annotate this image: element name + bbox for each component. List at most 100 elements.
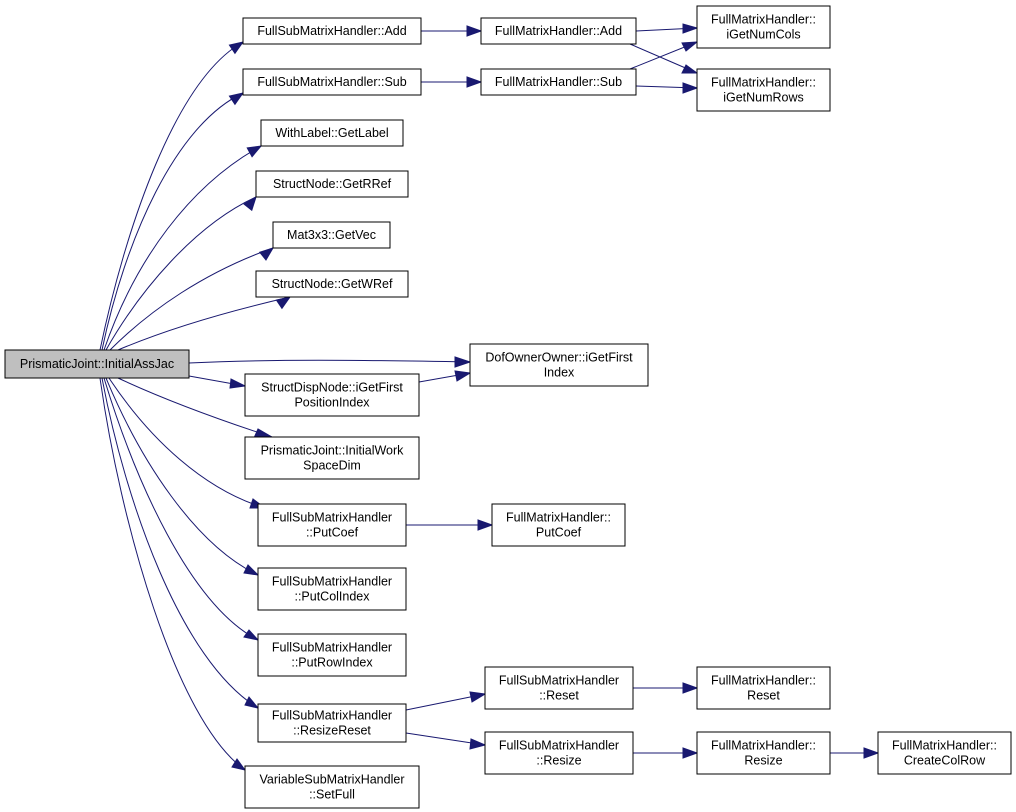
edge-fsm_sub-to-fmh_sub — [421, 76, 483, 88]
node-label-line: iGetNumRows — [723, 91, 804, 105]
node-getlabel[interactable]: WithLabel::GetLabel — [260, 119, 404, 147]
node-resizereset[interactable]: FullSubMatrixHandler::ResizeReset — [257, 703, 407, 743]
arrowhead — [229, 378, 247, 389]
edge-fsm_reset-to-fmh_reset — [633, 682, 699, 694]
node-label-line: FullMatrixHandler::Sub — [495, 75, 622, 89]
edge-fmh_sub-to-numcols — [629, 41, 699, 70]
node-box — [4, 349, 190, 379]
node-getrref[interactable]: StructNode::GetRRef — [255, 170, 409, 198]
edge-resizereset-to-fsm_resize — [405, 732, 487, 750]
arrowhead — [228, 41, 245, 55]
node-label-line: FullMatrixHandler:: — [892, 739, 997, 753]
arrowhead — [258, 247, 275, 261]
node-label-line: Index — [544, 366, 575, 380]
edge-line — [105, 196, 257, 351]
node-label-line: PrismaticJoint::InitialAssJac — [20, 357, 174, 371]
arrowhead — [469, 738, 487, 750]
node-box — [272, 221, 391, 249]
node-label-line: SpaceDim — [303, 459, 361, 473]
node-label-line: PositionIndex — [294, 396, 370, 410]
edge-root-to-iwsd — [117, 377, 274, 439]
node-numcols[interactable]: FullMatrixHandler::iGetNumCols — [696, 5, 831, 49]
node-label-line: FullMatrixHandler:: — [711, 13, 816, 27]
arrowhead — [231, 758, 247, 771]
arrowhead — [244, 696, 260, 709]
node-setfull[interactable]: VariableSubMatrixHandler::SetFull — [244, 765, 420, 809]
node-label-line: StructNode::GetRRef — [273, 177, 392, 191]
node-box — [255, 170, 409, 198]
node-fsm-add[interactable]: FullSubMatrixHandler::Add — [242, 17, 422, 45]
node-label-line: FullSubMatrixHandler — [499, 739, 619, 753]
edge-line — [108, 377, 266, 509]
node-box — [484, 666, 634, 710]
node-fmh-reset[interactable]: FullMatrixHandler::Reset — [696, 666, 831, 710]
node-putrowindex[interactable]: FullSubMatrixHandler::PutRowIndex — [257, 633, 407, 677]
node-label-line: FullSubMatrixHandler — [499, 674, 619, 688]
edge-fsm_add-to-fmh_add — [421, 25, 483, 37]
node-fmh-add[interactable]: FullMatrixHandler::Add — [480, 17, 637, 45]
node-box — [480, 17, 637, 45]
node-label-line: Mat3x3::GetVec — [287, 228, 376, 242]
node-numrows[interactable]: FullMatrixHandler::iGetNumRows — [696, 68, 831, 112]
edge-root-to-fsm_putcoef — [108, 377, 267, 509]
node-box — [244, 765, 420, 809]
edge-fsm_putcoef-to-fmh_putcoef — [406, 519, 494, 531]
node-box — [257, 633, 407, 677]
node-label-line: Resize — [744, 754, 782, 768]
node-label-line: FullSubMatrixHandler — [272, 709, 392, 723]
arrowhead — [243, 564, 260, 576]
node-root: PrismaticJoint::InitialAssJac — [4, 349, 190, 379]
edge-root-to-fsm_sub — [101, 92, 245, 351]
arrowhead — [454, 356, 472, 368]
node-label-line: FullSubMatrixHandler — [272, 641, 392, 655]
arrowhead — [682, 82, 699, 94]
node-label-line: CreateColRow — [904, 754, 986, 768]
edge-line — [188, 359, 471, 364]
arrowhead — [477, 519, 494, 531]
node-label-line: ::ResizeReset — [293, 724, 371, 738]
edge-root-to-putcolindex — [105, 377, 260, 576]
edge-line — [117, 296, 291, 351]
edge-line — [101, 92, 244, 351]
node-createcolrow[interactable]: FullMatrixHandler::CreateColRow — [877, 731, 1012, 775]
edge-sdn-to-dofown — [418, 370, 472, 383]
node-fmh-sub[interactable]: FullMatrixHandler::Sub — [480, 68, 637, 96]
edge-line — [101, 377, 259, 709]
arrowhead — [466, 25, 483, 37]
edge-root-to-getvec — [109, 247, 275, 351]
node-label-line: ::PutColIndex — [294, 590, 370, 604]
node-box — [696, 666, 831, 710]
edge-root-to-sdn — [188, 375, 247, 389]
node-label-line: FullSubMatrixHandler::Add — [257, 24, 406, 38]
node-label-line: StructDispNode::iGetFirst — [261, 381, 403, 395]
node-box — [244, 373, 420, 417]
node-fsm-resize[interactable]: FullSubMatrixHandler::Resize — [484, 731, 634, 775]
node-fmh-resize[interactable]: FullMatrixHandler::Resize — [696, 731, 831, 775]
nodes-layer: PrismaticJoint::InitialAssJacFullSubMatr… — [4, 5, 1012, 809]
node-label-line: ::PutCoef — [306, 526, 359, 540]
node-getvec[interactable]: Mat3x3::GetVec — [272, 221, 391, 249]
node-label-line: ::Resize — [536, 754, 581, 768]
node-putcolindex[interactable]: FullSubMatrixHandler::PutColIndex — [257, 567, 407, 611]
node-fmh-putcoef[interactable]: FullMatrixHandler::PutCoef — [491, 503, 626, 547]
node-fsm-reset[interactable]: FullSubMatrixHandler::Reset — [484, 666, 634, 710]
node-fsm-putcoef[interactable]: FullSubMatrixHandler::PutCoef — [257, 503, 407, 547]
edge-fmh_sub-to-numrows — [635, 82, 699, 94]
edge-fmh_resize-to-createcolrow — [830, 747, 880, 759]
node-box — [696, 5, 831, 49]
node-box — [491, 503, 626, 547]
node-getwref[interactable]: StructNode::GetWRef — [255, 270, 409, 298]
edge-fsm_resize-to-fmh_resize — [633, 747, 699, 759]
node-label-line: PrismaticJoint::InitialWork — [261, 444, 405, 458]
node-label-line: iGetNumCols — [726, 28, 800, 42]
edge-resizereset-to-fsm_reset — [405, 691, 487, 711]
edge-root-to-setfull — [99, 377, 247, 771]
node-box — [260, 119, 404, 147]
node-fsm-sub[interactable]: FullSubMatrixHandler::Sub — [242, 68, 422, 96]
node-label-line: FullSubMatrixHandler — [272, 575, 392, 589]
node-label-line: ::Reset — [539, 689, 579, 703]
